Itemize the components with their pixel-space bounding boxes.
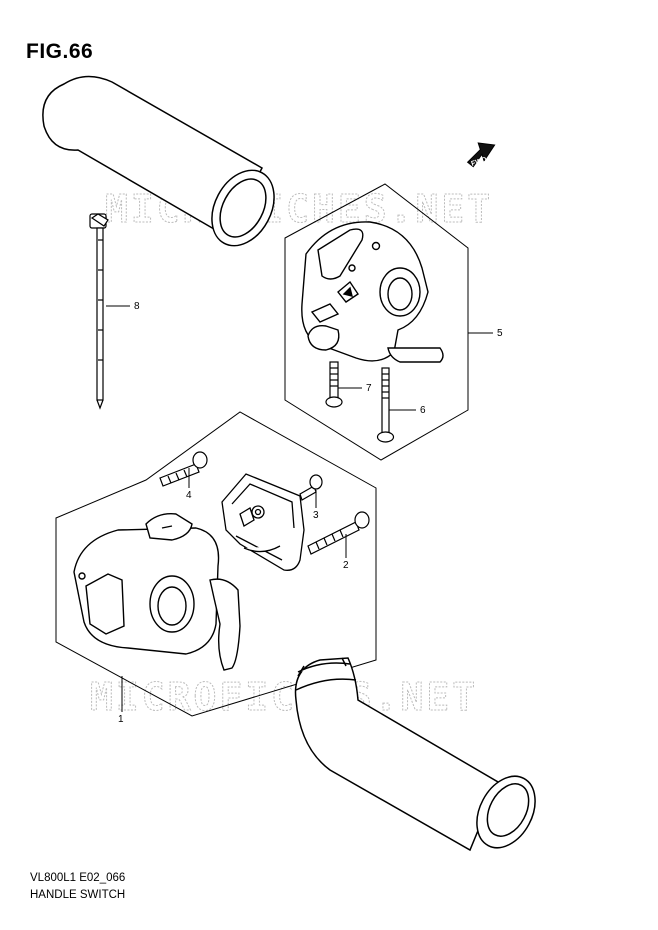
left-switch-assembly-outline	[55, 411, 377, 717]
callout-6: 6	[420, 405, 426, 416]
callout-2: 2	[343, 560, 349, 571]
left-grip	[42, 75, 275, 247]
watermark-bottom: MICROFICHES.NET	[90, 675, 478, 719]
callout-1: 1	[118, 714, 124, 725]
right-switch-assembly-outline	[284, 183, 469, 461]
left-handle-switch	[73, 513, 241, 671]
model-code: VL800L1 E02_066	[30, 872, 126, 884]
screw-2	[307, 511, 370, 555]
screw-4	[159, 451, 208, 487]
throttle-grip	[294, 657, 536, 852]
callout-5: 5	[497, 328, 503, 339]
right-handle-switch	[301, 221, 444, 363]
callout-8: 8	[134, 301, 140, 312]
fwd-label: FWD	[470, 156, 487, 168]
fwd-arrow-icon: FWD	[466, 142, 496, 168]
screw-7	[325, 361, 343, 408]
callout-3: 3	[313, 510, 319, 521]
screw-3	[299, 474, 323, 501]
callout-4: 4	[186, 490, 192, 501]
cable-tie	[89, 213, 109, 410]
switch-bracket	[221, 473, 305, 571]
figure-title: FIG.66	[26, 40, 94, 63]
screw-6	[376, 367, 395, 443]
callout-7: 7	[366, 383, 372, 394]
figure-caption: HANDLE SWITCH	[30, 889, 126, 901]
